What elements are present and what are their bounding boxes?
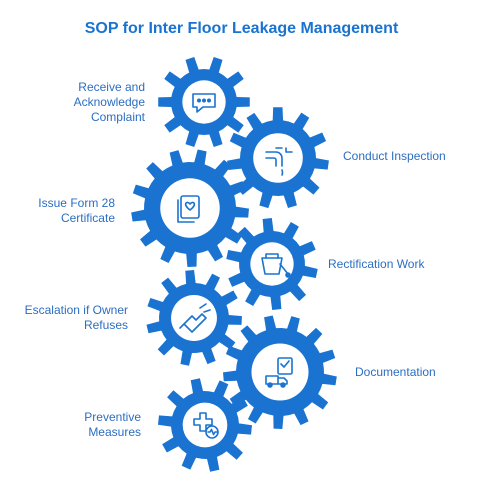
gear-documentation (223, 315, 337, 429)
certificate-icon (177, 195, 200, 223)
pipe-icon (265, 147, 293, 176)
paint-bucket-icon (261, 253, 291, 278)
step-label-documentation: Documentation (355, 365, 436, 379)
medical-check-icon (193, 412, 219, 439)
gear-rectification-work (226, 218, 318, 310)
gear-conduct-inspection (227, 107, 329, 209)
truck-checklist-icon (265, 357, 293, 388)
gear-preventive-measures (158, 378, 252, 472)
fist-icon (179, 303, 211, 333)
step-label-conduct-inspection: Conduct Inspection (343, 149, 446, 163)
step-label-rectification-work: Rectification Work (328, 257, 425, 271)
gear-issue-form-28 (131, 149, 249, 267)
chat-icon (192, 93, 216, 113)
diagram-title: SOP for Inter Floor Leakage Management (84, 20, 399, 37)
